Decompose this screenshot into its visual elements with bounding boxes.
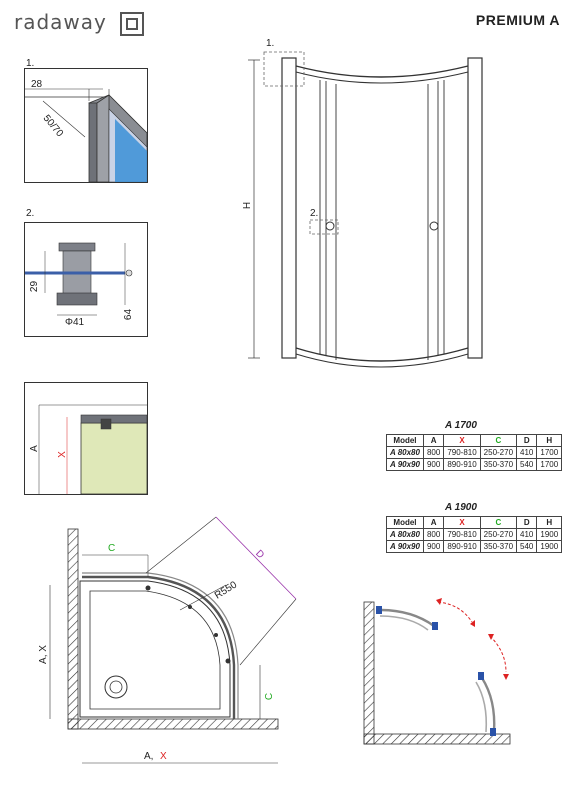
table-cell: 900 — [422, 458, 445, 471]
table-cell: 790-810 — [443, 528, 481, 541]
table-cell: 250-270 — [479, 446, 518, 459]
detail2-dim-left: 29 — [29, 280, 41, 293]
detail2-frame: 29 Φ41 64 — [24, 222, 148, 337]
table-cell: A 80x80 — [386, 528, 424, 541]
table-header-cell: C — [479, 434, 518, 447]
table-cell: 1900 — [536, 540, 563, 553]
model-title: PREMIUM A — [475, 12, 560, 28]
table-cell: 540 — [516, 458, 538, 471]
table-header-cell: H — [536, 516, 563, 529]
table-header-cell: Model — [386, 434, 424, 447]
table-row: A 90x90 900 890-910 350-370 540 1700 — [386, 458, 563, 471]
door-opening-drawing — [363, 598, 511, 745]
table-cell: 800 — [422, 528, 445, 541]
front-view-drawing — [248, 51, 483, 368]
table-cell: 890-910 — [443, 540, 481, 553]
table-cell: 350-370 — [479, 458, 518, 471]
plan-label-side: A, X — [37, 645, 49, 664]
plan-label-c-right: C — [264, 692, 276, 701]
table-header-row: Model A X C D H — [386, 516, 563, 529]
detail1-frame: 28 50/70 — [24, 68, 148, 183]
table-cell: 410 — [516, 528, 538, 541]
plan-label-bottom-x: X — [160, 751, 167, 762]
front-callout-2: 2. — [310, 208, 319, 219]
table-cell: 540 — [516, 540, 538, 553]
table-cell: 250-270 — [479, 528, 518, 541]
table-cell: 410 — [516, 446, 538, 459]
table-cell: A 90x90 — [386, 540, 424, 553]
detail2-dim-right: 64 — [123, 308, 135, 321]
table-row: A 80x80 800 790-810 250-270 410 1900 — [386, 528, 563, 541]
table-row: A 80x80 800 790-810 250-270 410 1700 — [386, 446, 563, 459]
door-opening-diagram — [356, 592, 516, 748]
front-callout-1: 1. — [266, 38, 275, 49]
plan-view: C D R550 C A, X A, X — [30, 515, 320, 773]
spec-table-1900: Model A X C D H A 80x80 800 790-810 250-… — [386, 516, 563, 553]
section-label-x: X — [56, 451, 68, 458]
table-cell: 1700 — [536, 458, 563, 471]
detail2-dim-bottom: Φ41 — [65, 317, 85, 328]
table-cell: 1900 — [536, 528, 563, 541]
front-height-label: H — [242, 201, 254, 210]
detail1-label: 1. — [26, 58, 35, 69]
detail1-drawing — [25, 88, 147, 182]
section-drawing — [38, 404, 147, 494]
brand-logo-icon — [120, 12, 144, 36]
section-frame: A X — [24, 382, 148, 495]
table-header-cell: Model — [386, 516, 424, 529]
table-cell: 1700 — [536, 446, 563, 459]
detail2-label: 2. — [26, 208, 35, 219]
table1-title: A 1700 — [445, 420, 477, 431]
detail1-dim-top: 28 — [31, 79, 43, 90]
table-header-row: Model A X C D H — [386, 434, 563, 447]
table-cell: 900 — [422, 540, 445, 553]
table-header-cell: C — [479, 516, 518, 529]
table2-title: A 1900 — [445, 502, 477, 513]
table-header-cell: A — [422, 434, 445, 447]
plan-view-drawing — [49, 516, 297, 764]
table-header-cell: D — [516, 434, 538, 447]
plan-label-bottom-a: A, — [144, 751, 154, 762]
table-cell: 800 — [422, 446, 445, 459]
table-cell: A 90x90 — [386, 458, 424, 471]
brand-logo-text: radaway — [14, 10, 107, 34]
spec-table-1700: Model A X C D H A 80x80 800 790-810 250-… — [386, 434, 563, 471]
table-header-cell: D — [516, 516, 538, 529]
table-cell: 890-910 — [443, 458, 481, 471]
table-header-cell: X — [443, 434, 481, 447]
plan-label-c-top: C — [108, 543, 116, 554]
table-header-cell: H — [536, 434, 563, 447]
table-cell: 350-370 — [479, 540, 518, 553]
table-row: A 90x90 900 890-910 350-370 540 1900 — [386, 540, 563, 553]
table-cell: A 80x80 — [386, 446, 424, 459]
table-header-cell: X — [443, 516, 481, 529]
table-cell: 790-810 — [443, 446, 481, 459]
detail2-drawing — [25, 242, 133, 316]
table-header-cell: A — [422, 516, 445, 529]
section-label-a: A — [28, 445, 40, 452]
front-view: 1. 2. H — [240, 36, 510, 376]
